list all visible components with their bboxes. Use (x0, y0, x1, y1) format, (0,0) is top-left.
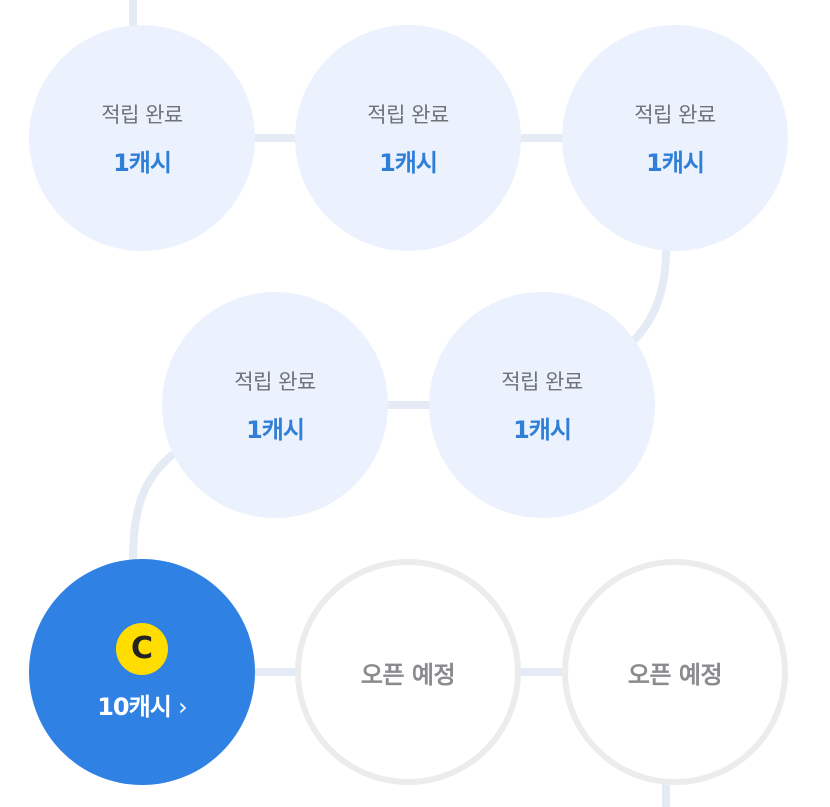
step-status-label: 오픈 예정 (627, 660, 723, 689)
step-upcoming-1: 오픈 예정 (295, 559, 521, 785)
step-reward-amount: 1캐시 (379, 148, 438, 177)
step-reward-amount: 1캐시 (646, 148, 705, 177)
step-completed-2: 적립 완료 1캐시 (295, 25, 521, 251)
step-completed-3: 적립 완료 1캐시 (562, 25, 788, 251)
step-reward-amount: 1캐시 (113, 148, 172, 177)
cash-coin-icon: C (116, 622, 168, 675)
step-status-label: 적립 완료 (101, 102, 183, 127)
step-upcoming-2: 오픈 예정 (562, 559, 788, 785)
step-reward-amount: 1캐시 (513, 415, 572, 444)
chevron-right-icon: › (178, 692, 188, 721)
current-step-claim-button[interactable]: C 10캐시 › (29, 559, 255, 785)
step-reward-amount: 1캐시 (246, 415, 305, 444)
step-completed-1: 적립 완료 1캐시 (29, 25, 255, 251)
step-completed-5: 적립 완료 1캐시 (429, 292, 655, 518)
step-status-label: 적립 완료 (234, 369, 316, 394)
step-status-label: 적립 완료 (501, 369, 583, 394)
current-reward-amount: 10캐시 › (97, 692, 188, 721)
step-status-label: 적립 완료 (634, 102, 716, 127)
step-status-label: 오픈 예정 (360, 660, 456, 689)
step-completed-4: 적립 완료 1캐시 (162, 292, 388, 518)
step-status-label: 적립 완료 (367, 102, 449, 127)
